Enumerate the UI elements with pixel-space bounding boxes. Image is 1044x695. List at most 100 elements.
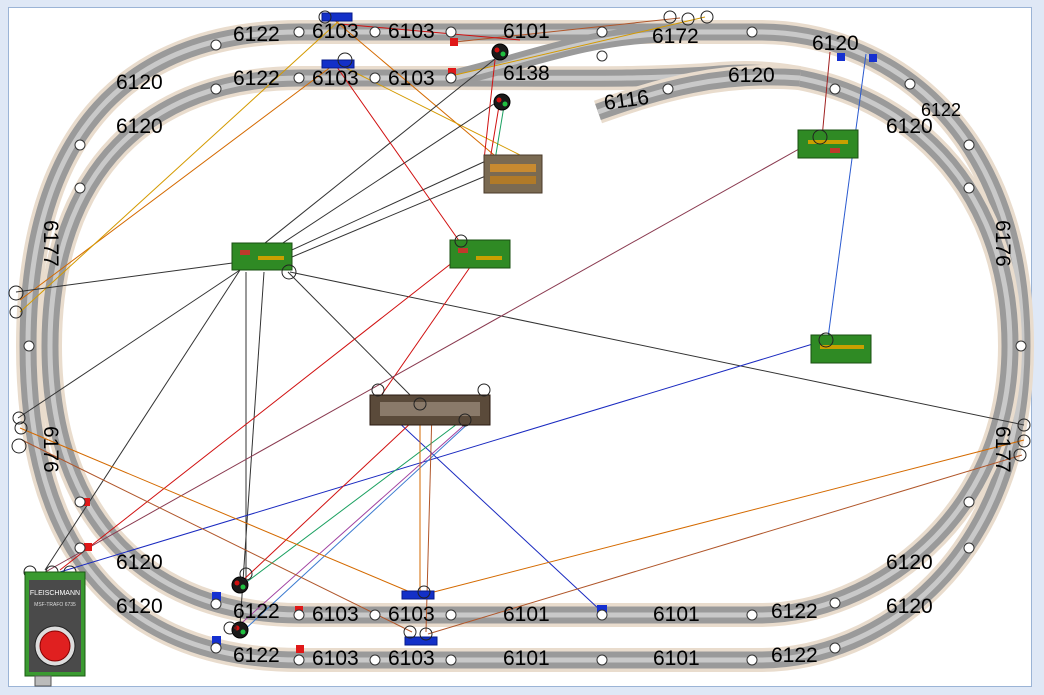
- wire: [339, 23, 521, 41]
- track-joint: [210, 39, 222, 51]
- contact-ring[interactable]: [1013, 448, 1027, 462]
- decoder-board-right-top[interactable]: [797, 129, 859, 159]
- track-joint: [445, 654, 457, 666]
- wire: [331, 59, 463, 246]
- track-label: 6122: [233, 600, 280, 623]
- contact-ring[interactable]: [477, 383, 491, 397]
- feeder-block[interactable]: [212, 592, 221, 601]
- relay-module-center[interactable]: [369, 394, 491, 426]
- contact-ring[interactable]: [337, 52, 353, 68]
- wire: [827, 53, 867, 339]
- contact-group: [8, 10, 1031, 641]
- track-label: 6122: [233, 67, 280, 90]
- track-label: 6103: [388, 67, 435, 90]
- pad-row: [476, 256, 502, 260]
- stop-marker-icon[interactable]: [448, 68, 456, 76]
- contact-ring[interactable]: [11, 438, 27, 454]
- spur-centerline: [597, 74, 801, 115]
- track-label: 6120: [116, 595, 163, 618]
- contact-ring[interactable]: [371, 383, 385, 397]
- contact-ring[interactable]: [318, 10, 332, 24]
- signal-top-inner[interactable]: [493, 93, 511, 111]
- wire: [259, 99, 501, 259]
- feeder-block[interactable]: [869, 54, 877, 62]
- wire: [821, 51, 831, 139]
- stop-marker-icon[interactable]: [82, 498, 90, 506]
- track-joint: [596, 26, 608, 38]
- track-joint: [74, 139, 86, 151]
- contact-ring[interactable]: [403, 625, 417, 639]
- outer-loop-track[interactable]: [19, 23, 1031, 669]
- decoder-board-right-mid[interactable]: [810, 334, 872, 364]
- decoder-board-center[interactable]: [449, 239, 511, 269]
- contact-ring[interactable]: [281, 264, 297, 280]
- wire: [21, 439, 413, 633]
- wire: [39, 139, 816, 576]
- track-label: 6103: [312, 20, 359, 43]
- contact-ring[interactable]: [239, 567, 253, 581]
- locomotive-icon[interactable]: [321, 12, 353, 22]
- track-joint: [445, 72, 457, 84]
- contact-ring[interactable]: [458, 413, 472, 427]
- signal-top-outer[interactable]: [491, 43, 509, 61]
- wire: [483, 59, 496, 161]
- relay-module-top[interactable]: [483, 154, 543, 194]
- contact-ring[interactable]: [681, 12, 695, 26]
- track-joint: [829, 597, 841, 609]
- feeder-block[interactable]: [212, 636, 221, 645]
- track-label: 6103: [388, 647, 435, 670]
- track-joint: [963, 496, 975, 508]
- feeder-block[interactable]: [837, 53, 845, 61]
- track-joint: [293, 26, 305, 38]
- track-joint: [963, 182, 975, 194]
- signal-lamp-green: [240, 584, 246, 590]
- decoder-board-left[interactable]: [231, 242, 293, 271]
- wiring-group: [15, 16, 1025, 635]
- track-label: 6120: [116, 551, 163, 574]
- track-joint: [293, 609, 305, 621]
- track-label: 6101: [503, 20, 550, 43]
- track-label: 6122: [233, 23, 280, 46]
- wire: [454, 16, 706, 76]
- wire: [243, 417, 466, 585]
- contact-ring[interactable]: [700, 10, 714, 24]
- signal-icon: [491, 43, 509, 61]
- track-joint: [293, 72, 305, 84]
- contact-ring[interactable]: [8, 285, 24, 301]
- track-label: 6177: [39, 220, 62, 267]
- contact-ring[interactable]: [14, 421, 28, 435]
- contact-ring[interactable]: [663, 10, 677, 24]
- track-joint: [746, 609, 758, 621]
- contact-ring[interactable]: [454, 234, 468, 248]
- chip: [830, 148, 840, 153]
- chip: [458, 248, 468, 253]
- wire: [377, 259, 476, 401]
- track-label: 6122: [233, 644, 280, 667]
- contact-ring[interactable]: [818, 332, 834, 348]
- contact-ring[interactable]: [1017, 434, 1031, 448]
- contact-ring[interactable]: [9, 305, 23, 319]
- track-label: 6176: [39, 426, 62, 473]
- track-label: 6101: [653, 647, 700, 670]
- transformer-knob[interactable]: [39, 630, 71, 662]
- transformer-unit[interactable]: FLEISCHMANN MSF-TRAFO 6735: [24, 571, 86, 687]
- contact-ring[interactable]: [812, 129, 828, 145]
- wire: [19, 427, 411, 593]
- transformer-model: MSF-TRAFO 6735: [34, 602, 76, 608]
- contact-ring[interactable]: [223, 621, 237, 635]
- contact-ring[interactable]: [1017, 418, 1031, 432]
- contact-ring[interactable]: [417, 585, 431, 599]
- stop-marker-icon[interactable]: [84, 543, 92, 551]
- stop-marker-icon[interactable]: [450, 38, 458, 46]
- wire: [249, 54, 501, 256]
- stop-marker-icon[interactable]: [296, 645, 304, 653]
- track-joint: [829, 83, 841, 95]
- track-label: 6172: [652, 25, 699, 48]
- contact-ring[interactable]: [413, 397, 427, 411]
- track-joint: [74, 496, 86, 508]
- signal-bottom-inner[interactable]: [231, 576, 249, 594]
- contact-ring[interactable]: [419, 627, 433, 641]
- contact-ring[interactable]: [12, 411, 26, 425]
- track-joint: [963, 139, 975, 151]
